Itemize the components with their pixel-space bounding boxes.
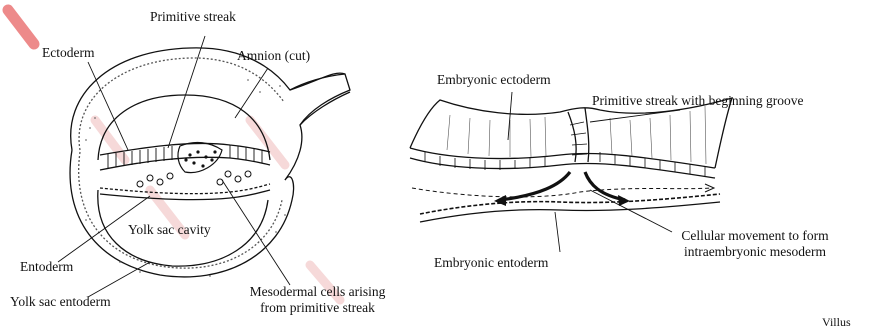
label-cellular-movement: Cellular movement to form intraembryonic… <box>650 228 860 260</box>
label-entoderm: Entoderm <box>20 259 73 275</box>
label-cellular-movement-line2: intraembryonic mesoderm <box>650 244 860 260</box>
movement-arrow-left <box>500 172 570 200</box>
label-embryonic-entoderm: Embryonic entoderm <box>434 255 548 271</box>
leader-primitive-streak-groove <box>590 110 680 122</box>
amnion-sac <box>71 48 350 180</box>
label-cellular-movement-line1: Cellular movement to form <box>650 228 860 244</box>
entoderm-layer <box>100 184 270 194</box>
leader-cellular-movement <box>590 190 672 232</box>
label-mesodermal-cells: Mesodermal cells arising from primitive … <box>230 284 405 316</box>
label-mesodermal-cells-line1: Mesodermal cells arising <box>230 284 405 300</box>
leader-yolk-sac-entoderm <box>88 262 150 297</box>
label-ectoderm: Ectoderm <box>42 45 94 61</box>
embryonic-entoderm-layer <box>420 194 720 214</box>
label-yolk-sac-entoderm: Yolk sac entoderm <box>10 294 111 310</box>
leader-embryonic-entoderm <box>555 212 560 252</box>
label-primitive-streak-groove: Primitive streak with beginning groove <box>592 93 803 109</box>
label-amnion: Amnion (cut) <box>237 48 310 64</box>
leader-mesodermal-cells <box>222 180 290 285</box>
label-mesodermal-cells-line2: from primitive streak <box>230 300 405 316</box>
label-yolk-sac-cavity: Yolk sac cavity <box>128 222 211 238</box>
label-primitive-streak: Primitive streak <box>150 9 236 25</box>
leader-primitive-streak <box>168 36 205 148</box>
mesoderm-cells <box>137 171 251 187</box>
label-embryonic-ectoderm: Embryonic ectoderm <box>437 72 551 88</box>
leader-amnion <box>235 68 268 118</box>
left-embryo-figure <box>58 36 350 297</box>
